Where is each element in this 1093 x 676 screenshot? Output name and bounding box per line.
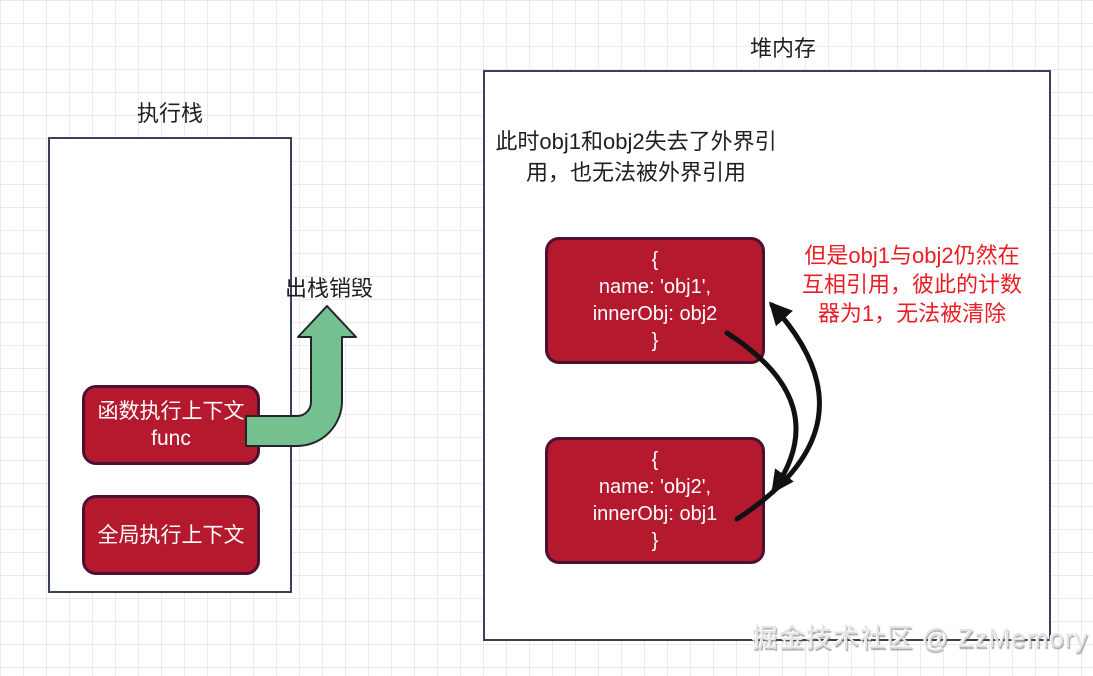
- heap-title: 堆内存: [750, 36, 817, 61]
- stack-frame-global: 全局执行上下文: [82, 495, 260, 575]
- obj1-inner-line: innerObj: obj2: [592, 302, 718, 325]
- obj1-box: { name: 'obj1', innerObj: obj2 }: [545, 237, 765, 364]
- stack-frame-func-sublabel: func: [151, 427, 191, 450]
- stack-frame-func-label: 函数执行上下文: [97, 400, 245, 423]
- circular-reference-warning: 但是obj1与obj2仍然在 互相引用，彼此的计数 器为1，无法被清除: [786, 241, 1038, 328]
- execution-stack-title: 执行栈: [136, 101, 203, 126]
- warning-line1: 但是obj1与obj2仍然在: [804, 243, 1020, 268]
- heap-note: 此时obj1和obj2失去了外界引 用，也无法被外界引用: [487, 126, 785, 188]
- obj1-name-line: name: 'obj1',: [598, 275, 712, 298]
- obj2-brace-close: }: [651, 529, 659, 552]
- heap-note-line2: 用，也无法被外界引用: [525, 160, 746, 185]
- obj2-name-line: name: 'obj2',: [598, 475, 712, 498]
- warning-line2: 互相引用，彼此的计数: [801, 272, 1022, 297]
- obj1-brace-close: }: [651, 329, 659, 352]
- obj2-inner-line: innerObj: obj1: [592, 502, 718, 525]
- obj2-brace-open: {: [651, 448, 659, 471]
- warning-line3: 器为1，无法被清除: [817, 301, 1007, 326]
- pop-destroy-label: 出栈销毁: [285, 276, 374, 301]
- stack-frame-global-label: 全局执行上下文: [97, 523, 245, 547]
- obj1-brace-open: {: [651, 248, 659, 271]
- watermark: 掘金技术社区 @ ZzMemory: [752, 623, 1089, 653]
- obj2-box: { name: 'obj2', innerObj: obj1 }: [545, 437, 765, 564]
- heap-note-line1: 此时obj1和obj2失去了外界引: [495, 129, 777, 154]
- stack-frame-func: 函数执行上下文 func: [82, 385, 260, 465]
